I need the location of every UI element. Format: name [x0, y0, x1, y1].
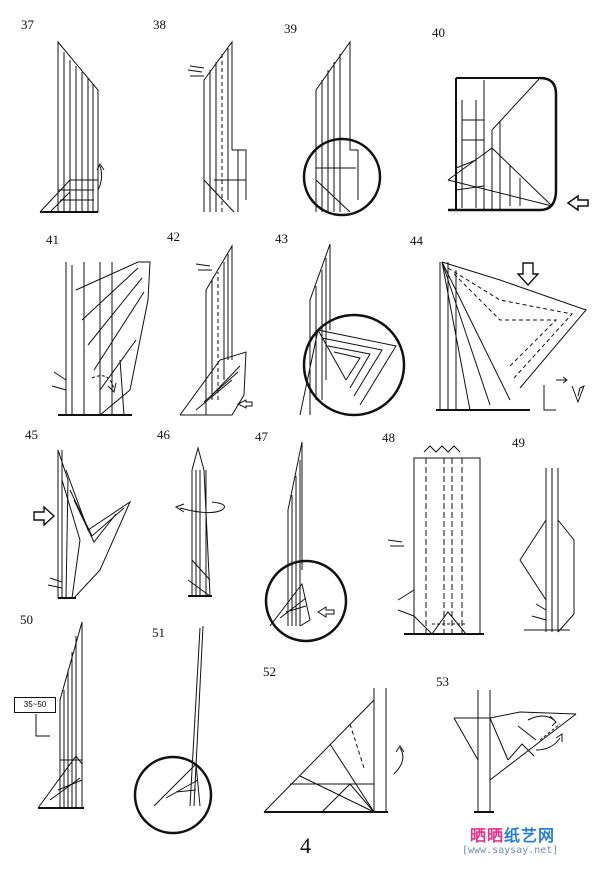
- step-number: 49: [512, 436, 525, 449]
- step-number: 41: [46, 233, 59, 246]
- step-48-figure: [388, 446, 484, 634]
- step-reference-box: 35~50: [14, 697, 56, 713]
- step-number: 44: [410, 234, 423, 247]
- step-46-figure: [176, 448, 224, 596]
- step-38-figure: [188, 42, 246, 212]
- step-39-figure: [304, 42, 380, 215]
- step-number: 43: [275, 232, 288, 245]
- watermark-logo-part1: 晒晒: [470, 826, 504, 845]
- step-number: 38: [153, 18, 166, 31]
- step-41-figure: [52, 262, 150, 415]
- step-47-figure: [266, 442, 346, 641]
- step-53-figure: [454, 690, 576, 812]
- step-49-figure: [520, 468, 574, 632]
- step-52-figure: [264, 688, 404, 812]
- page-number: 4: [300, 833, 311, 859]
- watermark-logo: 晒晒纸艺网: [470, 822, 555, 846]
- step-42-figure: [180, 246, 252, 415]
- step-number: 37: [21, 18, 34, 31]
- step-number: 46: [157, 428, 170, 441]
- step-number: 39: [284, 22, 297, 35]
- step-50-figure: [36, 622, 84, 808]
- step-51-figure: [135, 626, 211, 833]
- step-number: 42: [167, 230, 180, 243]
- step-43-figure: [300, 244, 404, 415]
- step-number: 40: [432, 26, 445, 39]
- watermark-logo-part2: 纸艺网: [504, 826, 555, 845]
- step-number: 48: [382, 431, 395, 444]
- step-37-figure: [40, 42, 104, 212]
- step-number: 52: [263, 665, 276, 678]
- step-44-figure: [436, 262, 586, 410]
- step-number: 53: [436, 675, 449, 688]
- step-40-figure: [448, 78, 588, 210]
- watermark-url: [www.saysay.net]: [462, 845, 558, 856]
- step-number: 45: [25, 428, 38, 441]
- step-number: 50: [20, 613, 33, 626]
- step-number: 51: [152, 626, 165, 639]
- step-number: 47: [255, 430, 268, 443]
- step-45-figure: [34, 450, 130, 598]
